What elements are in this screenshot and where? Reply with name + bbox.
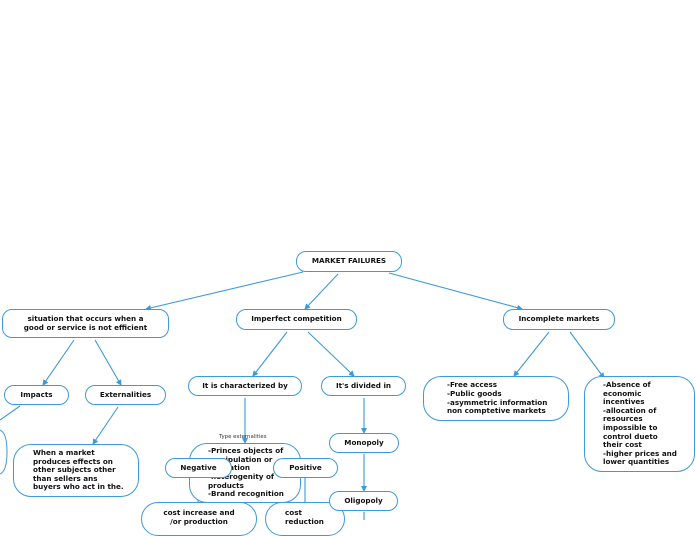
connector-layer [0,271,605,520]
offscreen-node-left [0,429,8,475]
edge-incomplete-list1 [513,331,550,377]
node-negative[interactable]: Negative [165,458,232,478]
edge-definition-externalities [94,339,122,386]
type-externalities-label: Type externalities [219,434,267,440]
node-incomplete-list-1[interactable]: -Free access -Public goods -asymmetric i… [423,376,569,421]
edge-impacts-offscreen [0,405,21,421]
node-incomplete-markets[interactable]: Incomplete markets [503,309,615,330]
edge-externalities-definition [92,406,119,445]
edge-root-incomplete [388,272,523,311]
node-market-failures[interactable]: MARKET FAILURES [296,251,402,272]
node-oligopoly[interactable]: Oligopoly [329,491,398,511]
node-monopoly[interactable]: Monopoly [329,433,399,453]
node-definition[interactable]: situation that occurs when a good or ser… [2,309,169,338]
node-negative-description[interactable]: cost increase and /or production [141,502,257,536]
node-externalities-definition[interactable]: When a market produces effects on other … [13,444,139,497]
node-incomplete-list-2[interactable]: -Absence of economic incentives -allocat… [584,376,695,472]
edge-imperfect-divided [307,331,355,377]
edge-root-imperfect [304,273,339,310]
edge-root-definition [145,271,304,311]
node-divided-in[interactable]: It's divided in [321,376,406,396]
node-imperfect-competition[interactable]: Imperfect competition [236,309,357,330]
node-positive[interactable]: Positive [273,458,338,478]
node-characterized-by[interactable]: It is characterized by [188,376,302,396]
edge-imperfect-characterized [252,331,288,377]
edge-definition-impacts [42,339,75,386]
edge-incomplete-list2 [569,331,605,379]
node-externalities[interactable]: Externalities [85,385,166,405]
node-impacts[interactable]: Impacts [4,385,69,405]
